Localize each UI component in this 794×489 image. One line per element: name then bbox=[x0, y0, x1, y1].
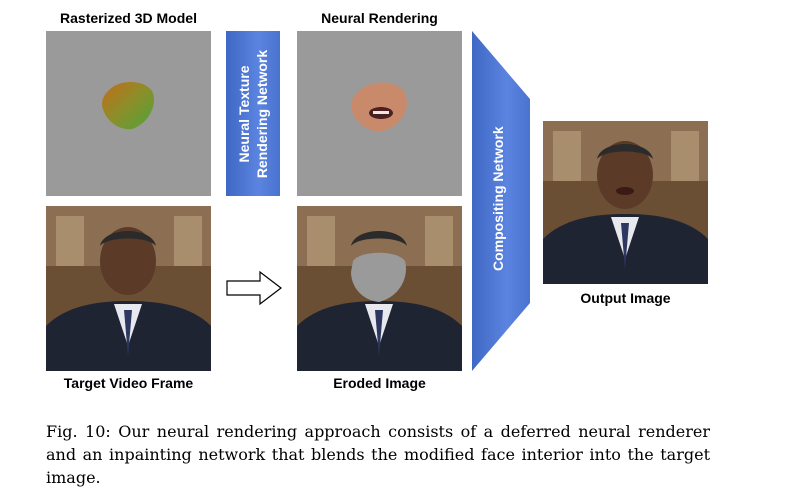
figure-caption: Fig. 10: Our neural rendering approach c… bbox=[46, 422, 710, 487]
neural-rendering-label: Neural Rendering bbox=[321, 10, 438, 26]
rasterized-3d-model-label: Rasterized 3D Model bbox=[60, 10, 197, 26]
neural-texture-rendering-network: Neural Texture Rendering Network bbox=[226, 31, 280, 196]
network-line-2: Rendering Network bbox=[254, 49, 271, 178]
eroded-image-label: Eroded Image bbox=[333, 375, 426, 391]
rendered-face-patch bbox=[351, 82, 407, 132]
eroded-image-panel bbox=[297, 206, 462, 371]
target-frame-illustration bbox=[46, 206, 211, 371]
output-image-label: Output Image bbox=[580, 290, 671, 306]
compositing-network-label: Compositing Network bbox=[490, 126, 506, 271]
neural-rendering-panel bbox=[297, 31, 462, 196]
arrow-right-icon bbox=[226, 271, 282, 305]
rasterized-model-panel bbox=[46, 31, 211, 196]
eroded-frame-illustration bbox=[297, 206, 462, 371]
output-image-panel bbox=[543, 121, 708, 284]
target-video-frame-panel bbox=[46, 206, 211, 371]
compositing-network bbox=[472, 31, 530, 371]
rasterized-face-shape bbox=[102, 82, 154, 130]
output-frame-illustration bbox=[543, 121, 708, 284]
network-line-1: Neural Texture bbox=[236, 65, 253, 163]
target-video-frame-label: Target Video Frame bbox=[63, 375, 194, 391]
